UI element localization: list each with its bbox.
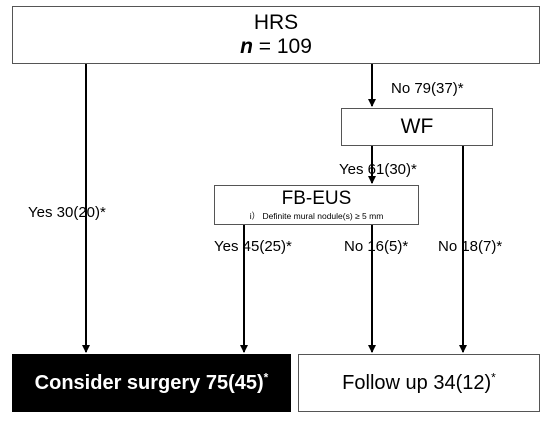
edge-label-fbeus-followup: No 16(5)* [344, 238, 409, 255]
edge-label-fbeus-surgery: Yes 45(25)* [214, 238, 292, 255]
edge-label-hrs-wf: No 79(37)* [391, 80, 464, 97]
node-hrs-title: HRS [253, 11, 299, 34]
node-wf-title: WF [400, 115, 434, 138]
edge-label-wf-followup: No 18(7)* [438, 238, 503, 255]
node-fbeus-criterion: i） Definite mural nodule(s) ≥ 5 mm [249, 211, 384, 221]
n-symbol: n [240, 35, 253, 58]
node-hrs: HRS n = 109 [12, 6, 540, 64]
node-fbeus: FB-EUS i） Definite mural nodule(s) ≥ 5 m… [214, 185, 419, 225]
node-surgery-label: Consider surgery 75(45) [34, 371, 264, 394]
node-consider-surgery: Consider surgery 75(45)* [12, 354, 291, 412]
node-hrs-count: n = 109 [240, 34, 312, 59]
n-value: = 109 [252, 35, 312, 58]
edge-label-wf-fbeus: Yes 61(30)* [339, 161, 417, 178]
node-wf: WF [341, 108, 493, 146]
node-follow-up: Follow up 34(12)* [298, 354, 540, 412]
node-fbeus-title: FB-EUS [281, 188, 352, 209]
node-surgery-mark: * [263, 369, 269, 384]
edge-label-hrs-surgery: Yes 30(20)* [28, 204, 106, 221]
node-followup-mark: * [491, 369, 496, 384]
node-followup-label: Follow up 34(12) [342, 371, 492, 394]
